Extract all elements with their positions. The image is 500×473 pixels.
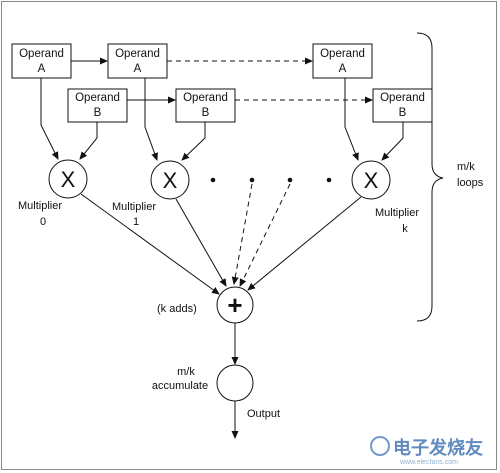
- arrow-b1-to-mult1: [181, 122, 206, 161]
- multiplier-0-label: Multiplier: [18, 200, 62, 212]
- watermark-logo-icon: [370, 436, 390, 456]
- operand-b-box-0: Operand B: [67, 88, 128, 123]
- loop-brace: [416, 32, 444, 322]
- operand-a-1-sub: A: [134, 63, 142, 75]
- arrow-ak-to-multk: [344, 78, 359, 161]
- accumulator-label-line1: m/k: [177, 366, 195, 378]
- accumulator-label-line2: accumulate: [152, 380, 208, 392]
- watermark-url: www.elecfans.com: [399, 459, 458, 466]
- adder-label: (k adds): [157, 303, 197, 315]
- multiplier-k-index: k: [402, 223, 408, 235]
- watermark-logo: 电子发烧友 www.elecfans.com: [370, 436, 483, 466]
- multiplier-0-index: 0: [40, 216, 46, 228]
- multiplier-k-label: Multiplier: [375, 207, 419, 219]
- arrow-mult0-to-adder: [80, 193, 220, 295]
- multiplier-1: X: [150, 160, 190, 200]
- multiplier-0: X: [48, 159, 88, 199]
- operand-b-1-sub: B: [202, 107, 210, 119]
- operand-a-box-0: Operand A: [11, 43, 72, 79]
- arrow-a0-to-mult0: [40, 78, 59, 160]
- ellipsis-dots: [210, 177, 332, 183]
- operand-b-box-k: Operand B: [372, 88, 433, 123]
- arrow-b0-to-mult0: [79, 122, 98, 160]
- operand-a-0-title: Operand: [19, 48, 64, 60]
- multiply-symbol-0: X: [61, 167, 76, 192]
- operand-b-0-title: Operand: [75, 92, 120, 104]
- brace-label-line2: loops: [457, 177, 484, 189]
- arrow-bk-to-multk: [381, 122, 404, 161]
- operand-b-box-1: Operand B: [175, 88, 236, 123]
- watermark-text: 电子发烧友: [393, 437, 483, 458]
- arrow-a1-to-mult1: [144, 78, 158, 161]
- operand-a-k-sub: A: [339, 63, 347, 75]
- plus-symbol: +: [227, 290, 242, 320]
- operand-b-1-title: Operand: [183, 92, 228, 104]
- multiplier-1-index: 1: [133, 216, 139, 228]
- operand-b-0-sub: B: [94, 107, 102, 119]
- operand-b-k-sub: B: [399, 107, 407, 119]
- arrow-dashed-1: [231, 183, 253, 285]
- multiplier-1-label: Multiplier: [112, 201, 156, 213]
- brace-label-line1: m/k: [457, 161, 475, 173]
- multiply-symbol-k: X: [364, 168, 379, 193]
- multiply-symbol-1: X: [163, 168, 178, 193]
- operand-a-1-title: Operand: [115, 48, 160, 60]
- adder: +: [216, 286, 254, 324]
- output-label: Output: [247, 408, 280, 420]
- operand-b-k-title: Operand: [380, 92, 425, 104]
- arrow-dashed-2: [239, 183, 291, 287]
- arrow-multk-to-adder: [247, 196, 362, 291]
- arrow-mult1-to-adder: [175, 198, 227, 287]
- operand-a-box-k: Operand A: [312, 43, 373, 79]
- accumulator-circle: [216, 364, 254, 402]
- operand-a-0-sub: A: [38, 63, 46, 75]
- operand-a-k-title: Operand: [320, 48, 365, 60]
- multiplier-k: X: [351, 160, 391, 200]
- operand-a-box-1: Operand A: [107, 43, 168, 79]
